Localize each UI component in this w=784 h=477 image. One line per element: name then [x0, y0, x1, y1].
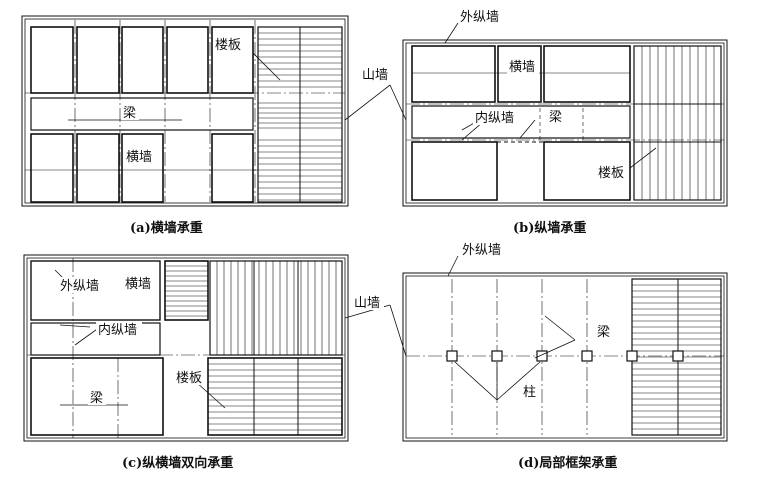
panel-d-caption: (d)局部框架承重	[518, 455, 617, 471]
panel-b-cross-wall-label: 横墙	[509, 60, 535, 75]
panel-a-cross-wall-label: 横墙	[126, 150, 152, 165]
panel-b-floor-slab-label: 楼板	[598, 166, 624, 181]
panel-c-outer-long-wall-label: 外纵墙	[60, 279, 99, 294]
panel-c-outer-wall	[23, 254, 349, 442]
panel-b-outer-wall	[402, 39, 728, 207]
panel-d-outer-long-wall-label: 外纵墙	[462, 243, 501, 258]
panel-b-beam-label: 梁	[549, 110, 562, 125]
panel-a-beam-label: 梁	[123, 106, 136, 121]
panel-a-caption: (a)横墙承重	[130, 220, 203, 236]
panel-c-caption: (c)纵横墙双向承重	[122, 455, 233, 471]
panel-c-beam-label: 梁	[90, 391, 103, 406]
panel-d-outer-wall	[402, 272, 728, 442]
panel-c-floor-slab-label: 楼板	[176, 371, 202, 386]
panel-a-outer-wall	[21, 15, 349, 207]
panel-d-drawing	[402, 255, 728, 442]
panel-a-drawing	[21, 15, 349, 207]
panel-a-floor-slab-label: 楼板	[215, 38, 241, 53]
gable-wall-label-bottom: 山墙	[354, 296, 380, 311]
column-markers	[446, 350, 684, 362]
panel-b-caption: (b)纵墙承重	[513, 220, 586, 236]
panel-d-column-label: 柱	[523, 385, 536, 400]
panel-c-cross-wall-label: 横墙	[125, 277, 151, 292]
panel-b-drawing	[402, 22, 728, 207]
panel-b-outer-long-wall-label: 外纵墙	[460, 10, 499, 25]
panel-c-inner-long-wall-label: 内纵墙	[98, 322, 137, 338]
gable-wall-label-top: 山墙	[362, 68, 388, 83]
panel-b-inner-long-wall-label: 内纵墙	[475, 110, 514, 126]
panel-d-beam-label: 梁	[597, 325, 610, 340]
